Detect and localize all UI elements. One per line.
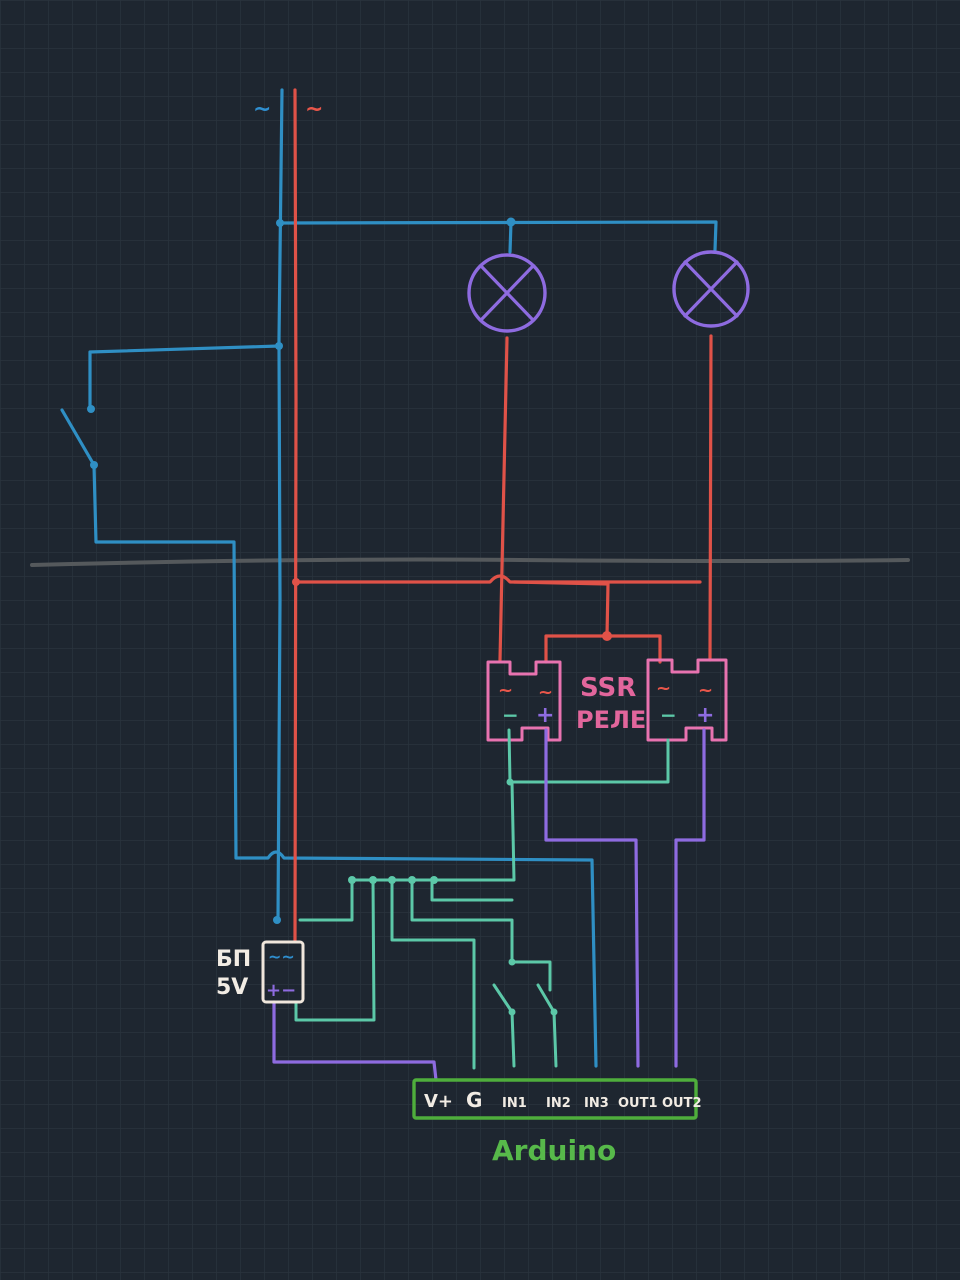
left-relay-ac1: ~ [498,680,513,701]
junction-lamp1-neutral [506,217,516,227]
junction-button-feed [508,958,516,966]
psu-dc-label: +− [266,980,296,1001]
button1-contact [508,1008,516,1016]
psu-label-line1: БП [216,947,251,972]
arduino-pin-in2: IN2 [546,1096,571,1111]
ssr-relay-left [486,660,562,742]
neutral-symbol: ~ [253,97,271,122]
arduino-pin-out1: OUT1 [618,1096,658,1111]
neutral-wires [88,88,718,1068]
junction-phase-relay [292,578,300,586]
junction-ground-3 [388,876,396,884]
relay-title-line2: РЕЛЕ [576,706,646,734]
wall-switch [60,408,96,467]
junction-psu-neutral [273,916,281,924]
psu-box [261,940,305,1004]
left-relay-minus: − [502,703,519,727]
arduino-pins: V+ G IN1 IN2 IN3 OUT1 OUT2 [424,1088,702,1112]
junction-relay-minus [506,778,514,786]
power-wires [272,728,706,1082]
junction-ground-5 [430,876,438,884]
relay-title-line1: SSR [580,673,636,703]
junction-relay-common [602,631,612,641]
junction-ground-1 [348,876,356,884]
junction-ground-2 [369,876,377,884]
arduino-pin-in1: IN1 [502,1096,527,1111]
arduino-pin-g: G [466,1088,482,1112]
psu-label-line2: 5V [216,975,248,1000]
left-relay-plus: + [536,703,554,728]
arduino-pin-v: V+ [424,1091,453,1112]
junction-neutral-lamps [276,219,284,227]
psu-ac-label: ~~ [268,947,295,966]
right-relay-plus: + [696,703,714,728]
right-relay-ac1: ~ [656,678,671,699]
arduino-pin-in3: IN3 [584,1096,609,1111]
lamp-1 [467,253,547,333]
right-relay-minus: − [660,703,677,727]
right-relay-ac2: ~ [698,680,713,701]
junction-switch-neutral [275,342,283,350]
arduino-board [412,1078,698,1120]
arduino-pin-out2: OUT2 [662,1096,702,1111]
switch-contact-top [87,405,95,413]
arduino-name: Arduino [492,1134,616,1167]
switch-contact-bottom [90,461,98,469]
phase-symbol: ~ [305,97,323,122]
divider-line [30,557,910,567]
junction-ground-4 [408,876,416,884]
ssr-relay-right [646,658,728,742]
lamp-2 [672,250,750,328]
left-relay-ac2: ~ [538,682,553,703]
button2-contact [550,1008,558,1016]
phase-wires [293,88,713,942]
